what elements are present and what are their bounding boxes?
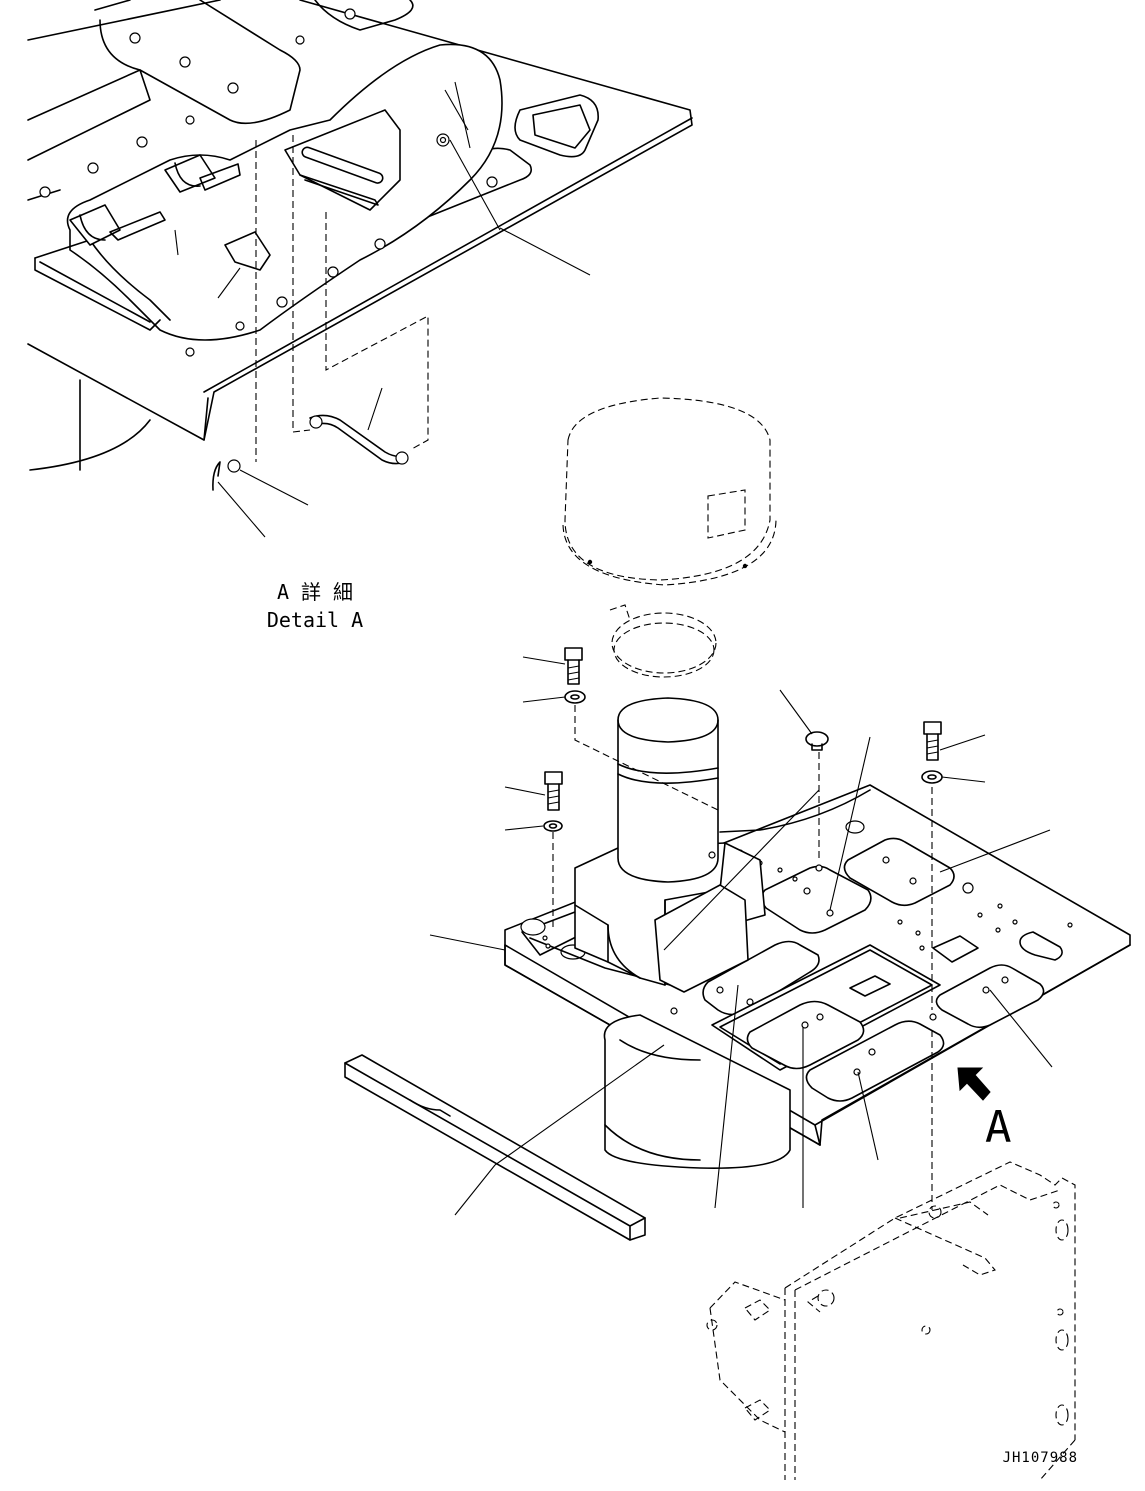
view-arrow-a: A bbox=[957, 1067, 1012, 1153]
drawing-code: JH107988 bbox=[1003, 1450, 1078, 1466]
bolt-lower-left bbox=[543, 771, 563, 832]
air-cleaner-cap bbox=[562, 397, 777, 586]
detail-title-en: Detail A bbox=[267, 608, 363, 632]
detail-a-view bbox=[27, 0, 693, 538]
detail-title-jp: A 詳 細 bbox=[277, 580, 353, 604]
mounting-frame bbox=[706, 1161, 1076, 1481]
bolt-upper-left bbox=[564, 647, 586, 704]
plate-panels bbox=[520, 820, 1063, 1102]
plug bbox=[805, 731, 829, 751]
plate-holes bbox=[542, 849, 1073, 1076]
band-clamp bbox=[609, 604, 717, 678]
bolt-right bbox=[921, 721, 943, 784]
detail-holes bbox=[39, 8, 498, 357]
air-cleaner-body bbox=[574, 697, 871, 993]
lower-motor bbox=[603, 1014, 791, 1169]
projection-lines bbox=[552, 705, 933, 1210]
leader-lines bbox=[429, 656, 1053, 1216]
view-arrow-label: A bbox=[985, 1102, 1012, 1153]
filler-bar bbox=[344, 1054, 646, 1241]
